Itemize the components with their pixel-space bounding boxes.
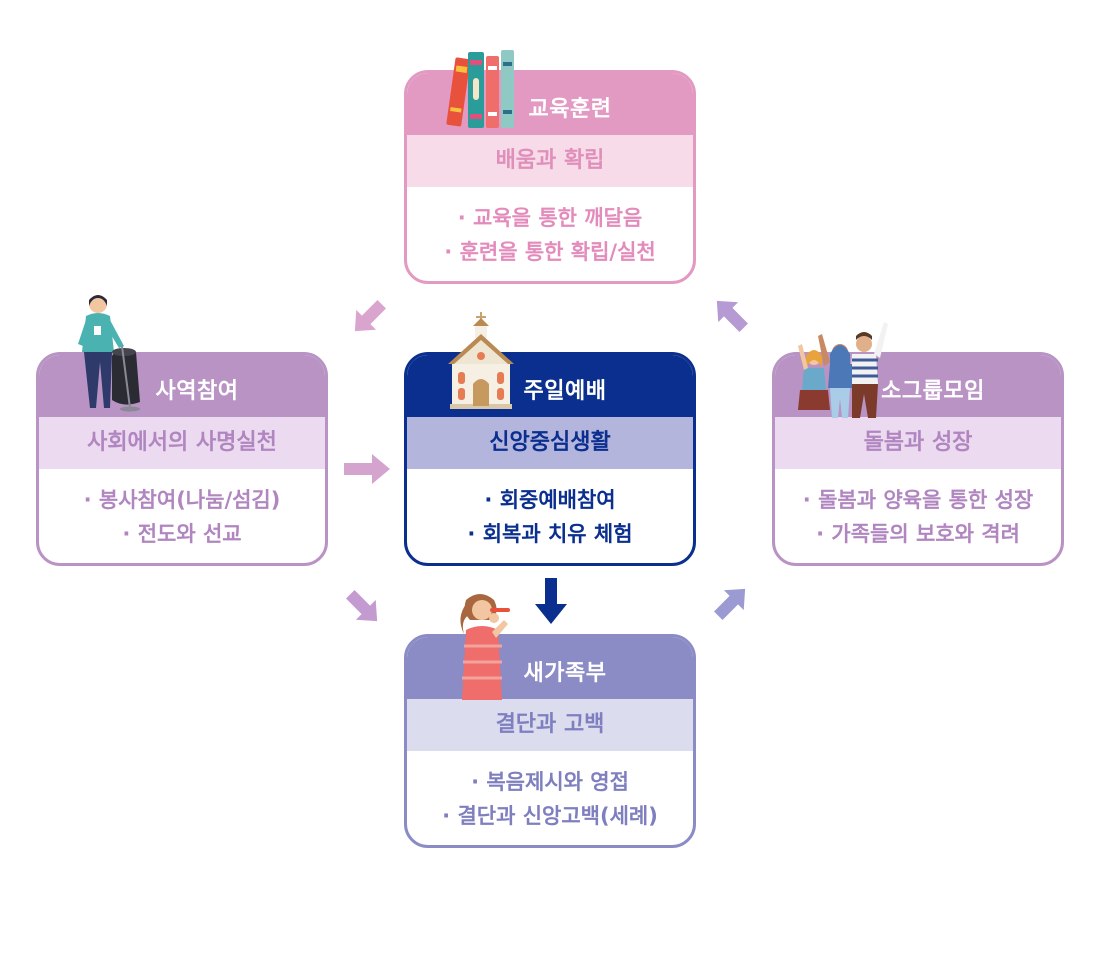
card-small-group-title: 소그룹모임: [881, 379, 985, 404]
card-ministry-item: 전도와 선교: [39, 517, 325, 551]
card-ministry-item: 봉사참여(나눔/섬김): [39, 483, 325, 517]
arrow-worship-to-new-family: [535, 578, 567, 624]
card-education-item: 교육을 통한 깨달음: [407, 201, 693, 235]
card-ministry-title: 사역참여: [155, 379, 239, 404]
card-new-family-body: 복음제시와 영접 결단과 신앙고백(세례): [407, 751, 693, 833]
arrow-small-group-to-education: [716, 300, 748, 332]
arrow-ministry-to-new-family: [346, 590, 378, 622]
church-icon: [448, 312, 514, 409]
card-small-group-item: 가족들의 보호와 격려: [775, 517, 1061, 551]
card-worship-body: 회중예배참여 회복과 치유 체험: [407, 469, 693, 551]
card-new-family: 새가족부 결단과 고백 복음제시와 영접 결단과 신앙고백(세례): [404, 634, 696, 848]
card-small-group-subtitle: 돌봄과 성장: [775, 417, 1061, 469]
card-ministry-subtitle: 사회에서의 사명실천: [39, 417, 325, 469]
card-small-group-item: 돌봄과 양육을 통한 성장: [775, 483, 1061, 517]
card-worship-item: 회복과 치유 체험: [407, 517, 693, 551]
card-new-family-header: 새가족부: [407, 637, 693, 699]
card-ministry-body: 봉사참여(나눔/섬김) 전도와 선교: [39, 469, 325, 551]
card-small-group: 소그룹모임 돌봄과 성장 돌봄과 양육을 통한 성장 가족들의 보호와 격려: [772, 352, 1064, 566]
card-education-item: 훈련을 통한 확립/실천: [407, 235, 693, 269]
card-worship-subtitle: 신앙중심생활: [407, 417, 693, 469]
arrow-new-family-to-small-group: [714, 588, 746, 620]
card-worship-title: 주일예배: [523, 379, 607, 404]
arrow-ministry-to-worship: [344, 454, 390, 484]
card-ministry: 사역참여 사회에서의 사명실천 봉사참여(나눔/섬김) 전도와 선교: [36, 352, 328, 566]
worship-woman-icon: [460, 594, 510, 700]
card-worship-item: 회중예배참여: [407, 483, 693, 517]
card-new-family-item: 결단과 신앙고백(세례): [407, 799, 693, 833]
card-new-family-subtitle: 결단과 고백: [407, 699, 693, 751]
group-icon: [798, 322, 888, 418]
card-new-family-title: 새가족부: [523, 661, 607, 686]
volunteer-icon: [78, 295, 140, 412]
card-education-subtitle: 배움과 확립: [407, 135, 693, 187]
card-education-title: 교육훈련: [528, 97, 612, 122]
card-small-group-body: 돌봄과 양육을 통한 성장 가족들의 보호와 격려: [775, 469, 1061, 551]
books-icon: [446, 50, 514, 128]
card-new-family-item: 복음제시와 영접: [407, 765, 693, 799]
arrow-education-to-ministry: [354, 300, 386, 332]
card-education-body: 교육을 통한 깨달음 훈련을 통한 확립/실천: [407, 187, 693, 269]
